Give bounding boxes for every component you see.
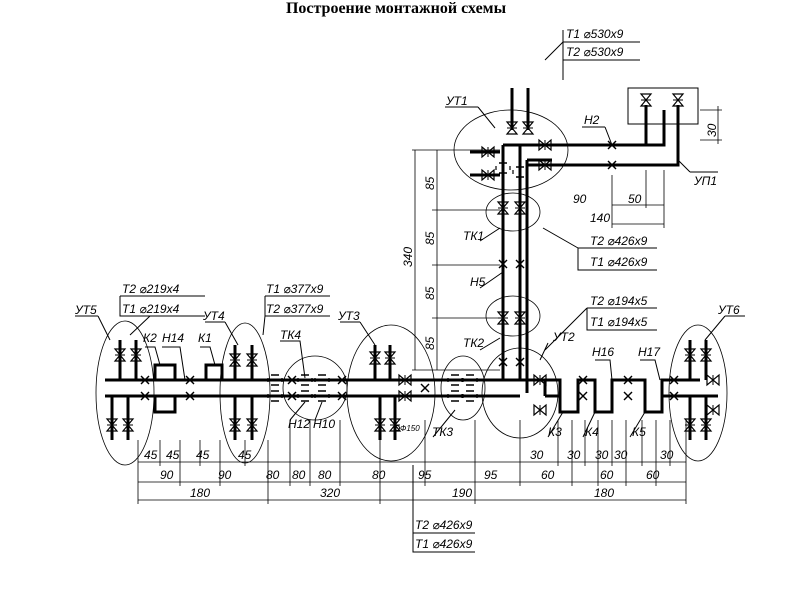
dim-row1-4: 30 (530, 448, 544, 462)
label-ut6: УТ6 (717, 303, 740, 317)
label-n5: Н5 (470, 275, 486, 289)
dim-row2-0: 90 (160, 468, 174, 482)
pipe-main-t2: Т2 ⌀530х9 (566, 45, 624, 59)
dim-row1-6: 30 (595, 448, 609, 462)
label-tk4: ТК4 (280, 328, 301, 342)
dim-v85-d: 85 (423, 336, 437, 350)
pipe-194-t1: Т1 ⌀194х5 (590, 315, 648, 329)
valve-mark-label: Ф150 (400, 424, 420, 433)
label-n14: Н14 (162, 331, 184, 345)
dim-row1-1: 45 (166, 448, 180, 462)
dim-up-90: 90 (573, 192, 587, 206)
label-ut3: УТ3 (337, 309, 360, 323)
label-k3: К3 (548, 425, 562, 439)
label-n16: Н16 (592, 345, 614, 359)
label-n17: Н17 (638, 345, 661, 359)
dim-up-50: 50 (628, 192, 642, 206)
pipe-left-t1: Т1 ⌀219х4 (122, 302, 180, 316)
label-n2: Н2 (584, 113, 600, 127)
dim-v340: 340 (401, 247, 415, 267)
label-k2: К2 (143, 331, 157, 345)
label-k4: К4 (585, 425, 599, 439)
dim-row3-1: 320 (320, 486, 340, 500)
dim-v85-a: 85 (423, 176, 437, 190)
dim-row1-8: 30 (660, 448, 674, 462)
dim-row3-2: 190 (452, 486, 472, 500)
label-n12: Н12 (288, 417, 310, 431)
dim-v85-b: 85 (423, 231, 437, 245)
dim-row2-10: 60 (646, 468, 660, 482)
dim-up-30: 30 (705, 123, 719, 137)
dim-row1-0: 45 (144, 448, 158, 462)
dim-row1-5: 30 (567, 448, 581, 462)
label-tk3: ТК3 (432, 425, 453, 439)
dim-up-140: 140 (590, 211, 610, 225)
label-up1: УП1 (693, 174, 717, 188)
pipe-194-t2: Т2 ⌀194х5 (590, 294, 648, 308)
page-title: Построение монтажной схемы (285, 0, 507, 17)
dim-row2-4: 80 (318, 468, 332, 482)
dim-row1-7: 30 (614, 448, 628, 462)
pipe-mid-t2: Т2 ⌀426х9 (590, 234, 648, 248)
label-ut5: УТ5 (74, 303, 97, 317)
dim-row1-2: 45 (196, 448, 210, 462)
node-ut5-boundary (95, 320, 155, 466)
dim-row2-3: 80 (292, 468, 306, 482)
dim-row3-3: 180 (594, 486, 614, 500)
dim-row2-2: 80 (266, 468, 280, 482)
pipe-main-t1: Т1 ⌀530х9 (566, 27, 624, 41)
dim-row2-1: 90 (218, 468, 232, 482)
dim-row2-6: 95 (418, 468, 432, 482)
dim-row1-3: 45 (238, 448, 252, 462)
dim-row3-0: 180 (190, 486, 210, 500)
dim-row2-7: 95 (484, 468, 498, 482)
node-labels: УТ1 Н2 УП1 ТК1 Н5 ТК2 УТ2 УТ3 ТК3 ТК4 УТ… (74, 94, 740, 439)
pipe-labels: Т1 ⌀530х9 Т2 ⌀530х9 Т2 ⌀426х9 Т1 ⌀426х9 … (122, 27, 648, 551)
pipe-bottom-t1: Т1 ⌀426х9 (415, 537, 473, 551)
valve-mark-circle (394, 425, 400, 431)
label-k1: К1 (198, 331, 212, 345)
label-tk1: ТК1 (463, 229, 484, 243)
pipe-377-t1: Т1 ⌀377х9 (266, 282, 324, 296)
node-ut6-boundary (668, 324, 728, 462)
label-ut1: УТ1 (445, 94, 468, 108)
node-tk2-boundary (485, 295, 541, 337)
label-n10: Н10 (313, 417, 335, 431)
label-k5: К5 (632, 425, 646, 439)
node-tk1-boundary (485, 192, 541, 232)
label-ut2: УТ2 (552, 330, 575, 344)
pipe-mid-t1: Т1 ⌀426х9 (590, 255, 648, 269)
dim-row2-8: 60 (541, 468, 555, 482)
dimension-values: 30 90 50 140 85 85 85 85 340 45 45 45 45… (144, 123, 719, 500)
label-ut4: УТ4 (202, 309, 225, 323)
dim-row2-5: 80 (372, 468, 386, 482)
node-tk3-boundary (440, 355, 486, 421)
pipe-377-t2: Т2 ⌀377х9 (266, 302, 324, 316)
dim-row2-9: 60 (600, 468, 614, 482)
label-tk2: ТК2 (463, 336, 484, 350)
pipe-network (105, 88, 718, 440)
dimension-lines (137, 106, 722, 504)
node-tk4-boundary (282, 355, 348, 421)
dim-v85-c: 85 (423, 286, 437, 300)
pipe-left-t2: Т2 ⌀219х4 (122, 282, 180, 296)
pipe-bottom-t2: Т2 ⌀426х9 (415, 518, 473, 532)
leader-lines (75, 30, 745, 553)
